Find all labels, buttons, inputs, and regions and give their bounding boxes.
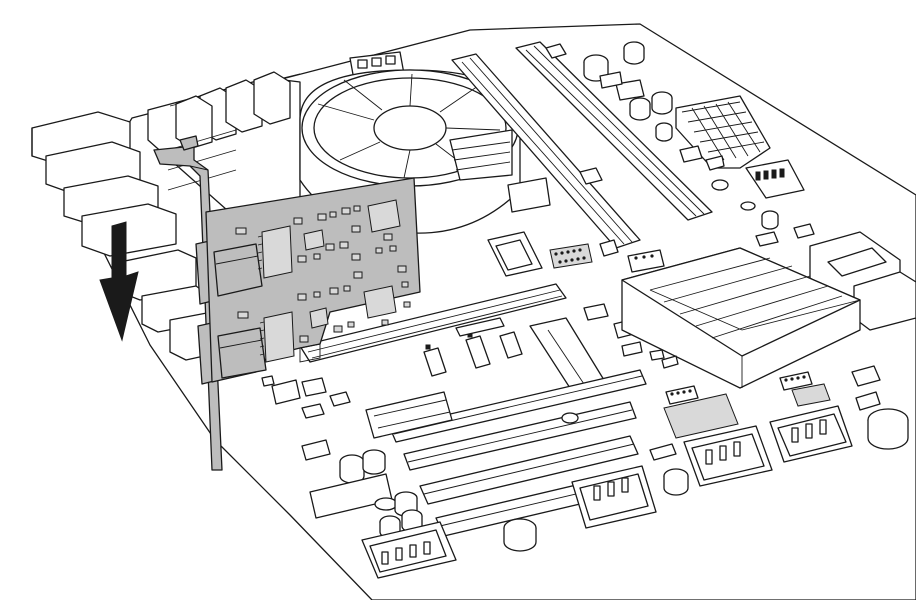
- card-connector-upper: [213, 243, 263, 297]
- cpu-heatsink: [147, 71, 301, 219]
- card-connector-lower: [217, 327, 267, 379]
- bottom-left-components: [301, 391, 579, 579]
- m2-socket: [487, 231, 543, 277]
- small-parts-mid: [261, 317, 605, 419]
- card-main-chip: [303, 199, 401, 329]
- usb-header: [745, 159, 805, 199]
- capacitors-top: [583, 41, 673, 142]
- cpu-cooler-fan: [299, 69, 551, 234]
- chipset-heatsink: [621, 247, 861, 389]
- insert-direction-arrow: [99, 221, 139, 342]
- rear-io-ports: [31, 111, 223, 361]
- card-controller-chip-lower: [259, 311, 295, 363]
- memory-slots: [451, 41, 713, 249]
- card-small-components: [235, 205, 411, 343]
- small-chips-center: [549, 239, 665, 361]
- right-side-ports: [809, 231, 916, 331]
- card-controller-chip-upper: [257, 225, 293, 279]
- small-components-right: [679, 145, 815, 247]
- bottom-right-headers: [571, 355, 909, 529]
